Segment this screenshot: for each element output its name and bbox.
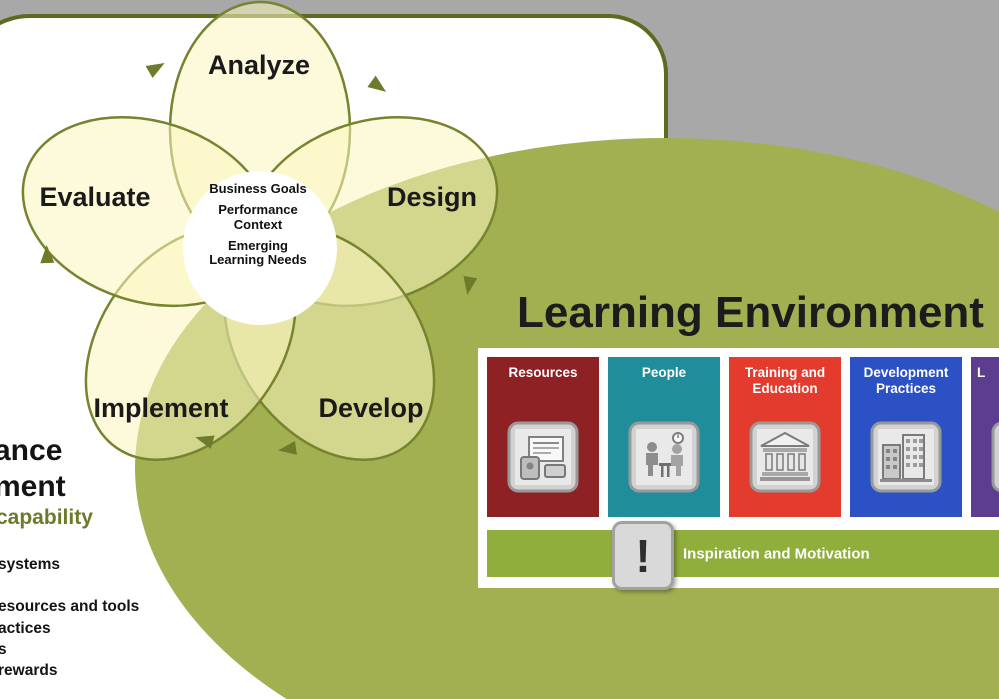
cycle-arrowheads — [40, 63, 478, 455]
school-building-icon — [749, 421, 821, 493]
clipped-list-item: actices — [0, 620, 51, 637]
inspiration-motivation-label: Inspiration and Motivation — [683, 545, 870, 562]
card-development-practices-label: Development Practices — [863, 365, 949, 397]
card-clipped-right: L — [971, 357, 999, 517]
petal-label-evaluate: Evaluate — [39, 182, 151, 212]
card-resources-label: Resources — [508, 365, 578, 380]
clipped-list-item: rewards — [0, 662, 58, 679]
center-line-performance-context: Performance Context — [218, 202, 298, 232]
people-meeting-icon — [628, 421, 700, 493]
center-line-emerging-learning-needs: Emerging Learning Needs — [209, 237, 307, 268]
petal-label-analyze: Analyze — [207, 50, 311, 80]
clipped-list-item: esources and tools — [0, 598, 140, 615]
clipped-list-item: systems — [0, 556, 61, 573]
petal-label-develop: Develop — [318, 393, 424, 423]
card-clipped-label: L — [977, 365, 986, 380]
clipped-icon — [991, 421, 999, 493]
clipped-heading-line2: ment — [0, 470, 66, 503]
card-development-practices: Development Practices — [850, 357, 962, 517]
city-buildings-icon — [870, 421, 942, 493]
card-people-label: People — [641, 365, 687, 380]
card-training-education-label: Training and Education — [744, 365, 826, 397]
clipped-list-item: s — [0, 641, 7, 658]
clipped-heading-line1: ance — [0, 434, 63, 467]
card-resources: Resources — [487, 357, 599, 517]
learning-environment-title: Learning Environment — [517, 288, 984, 337]
petal-label-implement: Implement — [93, 393, 229, 423]
exclamation-glyph: ! — [635, 529, 651, 582]
card-training-education: Training and Education — [729, 357, 841, 517]
center-line-business-goals: Business Goals — [209, 181, 307, 196]
newspaper-icon — [507, 421, 579, 493]
addie-cycle-flower — [21, 0, 499, 461]
inspiration-motivation-bar: ! Inspiration and Motivation — [487, 521, 999, 590]
clipped-subheading: capability — [0, 506, 93, 529]
learning-environment-cards-panel: Resources People — [478, 348, 999, 590]
exclamation-icon: ! — [612, 521, 674, 590]
card-people: People — [608, 357, 720, 517]
petal-label-design: Design — [386, 182, 478, 212]
cycle-center-text: Business Goals Performance Context Emerg… — [183, 181, 333, 274]
